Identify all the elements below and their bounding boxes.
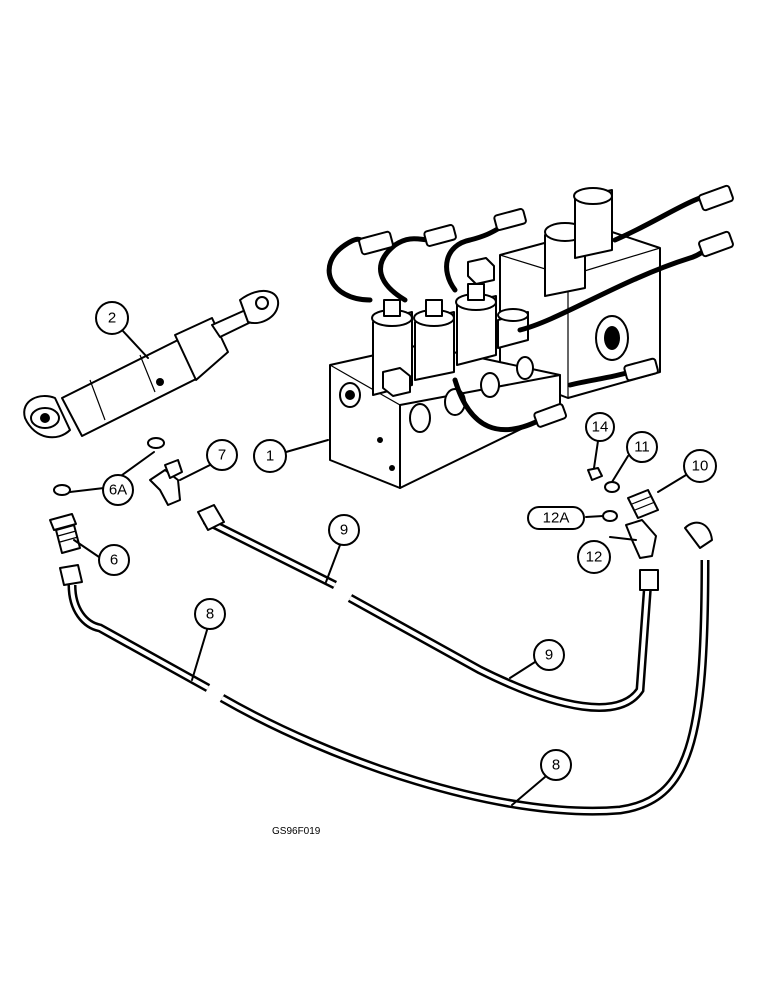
elbow-fitting-7 (149, 459, 183, 506)
callout-6: 6 (98, 544, 130, 576)
leader-lines (69, 329, 687, 806)
wiring-harness (326, 184, 734, 433)
svg-text:8: 8 (552, 757, 560, 774)
callout-7: 7 (206, 439, 238, 471)
svg-text:2: 2 (108, 310, 116, 327)
svg-text:1: 1 (266, 448, 274, 465)
figure-id: GS96F019 (272, 826, 321, 837)
callout-12: 12 (577, 540, 611, 574)
callout-6A: 6A (102, 474, 134, 506)
svg-text:9: 9 (545, 647, 553, 664)
svg-text:10: 10 (692, 458, 709, 475)
callout-14: 14 (585, 412, 615, 442)
valve-assembly-part-1 (329, 187, 661, 489)
svg-text:12: 12 (586, 549, 603, 566)
o-ring-6A-right (147, 437, 165, 449)
o-ring-6A-left (53, 484, 71, 496)
o-ring-11 (604, 481, 620, 493)
callout-11: 11 (626, 431, 658, 463)
callout-9-lower: 9 (533, 639, 565, 671)
callout-2: 2 (95, 301, 129, 335)
callout-1: 1 (253, 439, 287, 473)
svg-text:7: 7 (218, 447, 226, 464)
fitting-10 (627, 489, 659, 519)
hose-8 (59, 521, 713, 816)
plug-14 (587, 467, 603, 481)
svg-text:11: 11 (634, 439, 650, 456)
svg-text:8: 8 (206, 606, 214, 623)
o-ring-12A (602, 510, 618, 522)
callout-9-upper: 9 (328, 514, 360, 546)
callout-10: 10 (683, 449, 717, 483)
callout-12A: 12A (527, 506, 585, 530)
svg-text:6A: 6A (109, 482, 127, 499)
hydraulic-cylinder-part-2 (23, 290, 280, 439)
svg-text:14: 14 (592, 419, 609, 436)
fitting-6-adapter (49, 513, 81, 554)
svg-text:9: 9 (340, 522, 348, 539)
callout-8-lower: 8 (540, 749, 572, 781)
svg-text:12A: 12A (543, 510, 570, 527)
svg-text:6: 6 (110, 552, 118, 569)
hose-9 (197, 504, 659, 712)
callout-8-upper: 8 (194, 598, 226, 630)
